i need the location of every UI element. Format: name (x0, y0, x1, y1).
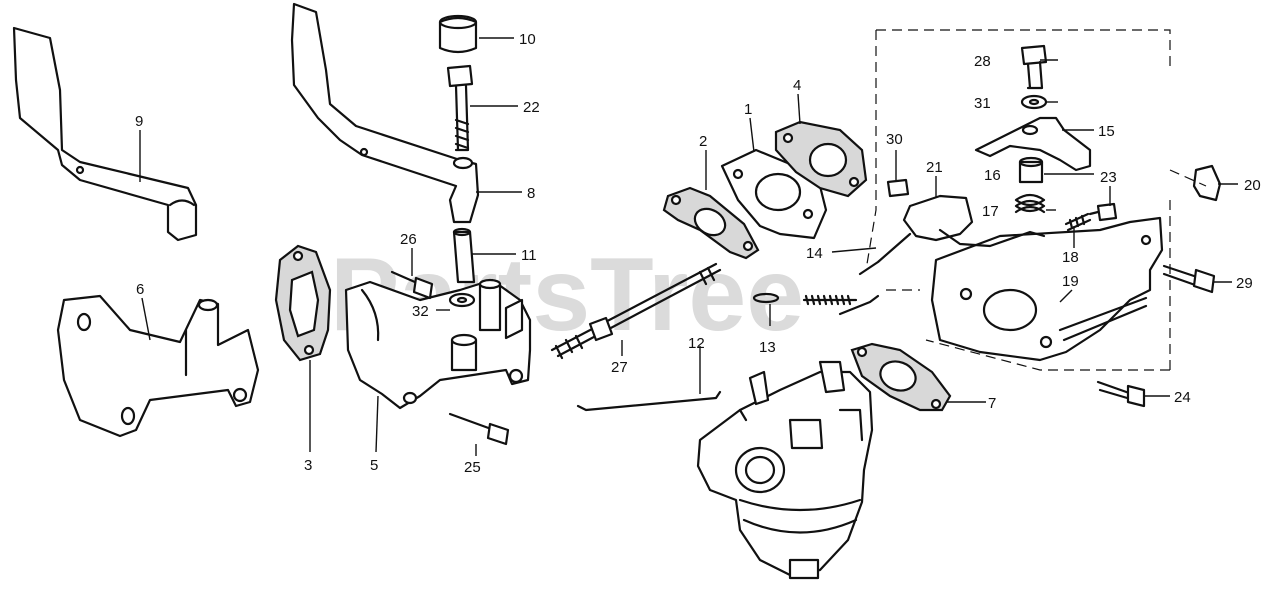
callout-14: 14 (806, 245, 823, 262)
callout-10: 10 (519, 31, 536, 48)
callout-5: 5 (370, 457, 378, 474)
callout-30: 30 (886, 131, 903, 148)
callout-24: 24 (1174, 389, 1191, 406)
part-25-bolt (448, 412, 510, 446)
callout-9: 9 (135, 113, 143, 130)
callout-11: 11 (521, 247, 537, 264)
part-5-manifold (344, 278, 532, 410)
part-3-gasket (274, 244, 332, 362)
part-11-sleeve (452, 227, 476, 284)
callout-7: 7 (988, 395, 996, 412)
part-19-bracket (930, 216, 1164, 362)
callout-12: 12 (688, 335, 705, 352)
part-4-gasket (774, 120, 868, 198)
callout-19: 19 (1062, 273, 1079, 290)
part-20-clip (1192, 164, 1222, 202)
part-13-spring (752, 292, 880, 316)
part-22-bolt (446, 64, 474, 152)
callout-20: 20 (1244, 177, 1261, 194)
part-12-rod (576, 390, 722, 412)
callout-8: 8 (527, 185, 535, 202)
part-6-manifold (56, 294, 260, 438)
part-31-washer (1020, 94, 1048, 110)
part-15-throttle-arm (974, 116, 1092, 172)
callout-numbers: 10 22 8 11 9 6 3 5 26 32 25 2 1 4 12 27 … (135, 31, 1261, 476)
part-24-bolt (1096, 380, 1146, 408)
part-7-gasket (850, 342, 952, 412)
part-32-washer (448, 292, 476, 308)
part-23-screw (1088, 202, 1118, 222)
callout-25: 25 (464, 459, 481, 476)
callout-21: 21 (926, 159, 943, 176)
callout-13: 13 (759, 339, 776, 356)
callout-6: 6 (136, 281, 144, 298)
callout-29: 29 (1236, 275, 1253, 292)
part-29-bolt (1162, 264, 1216, 294)
part-2-gasket (662, 186, 760, 260)
callout-32: 32 (412, 303, 429, 320)
part-30-screw (886, 178, 910, 198)
carburetor (696, 360, 874, 580)
callout-2: 2 (699, 133, 707, 150)
part-8-lever (290, 2, 480, 224)
callout-28: 28 (974, 53, 991, 70)
part-18-spring (1064, 212, 1092, 232)
callout-22: 22 (523, 99, 540, 116)
part-28-bolt (1020, 44, 1048, 90)
callout-27: 27 (611, 359, 628, 376)
callout-17: 17 (982, 203, 999, 220)
callout-18: 18 (1062, 249, 1079, 266)
leader-lines (139, 37, 1238, 456)
callout-26: 26 (400, 231, 417, 248)
part-16-collar (1018, 156, 1044, 184)
part-26-bolt (390, 270, 434, 300)
part-27-stud (550, 262, 722, 360)
assembly-dashed-outline (865, 29, 1207, 371)
callout-4: 4 (793, 77, 801, 94)
part-9-control-lever (12, 26, 198, 242)
callout-15: 15 (1098, 123, 1115, 140)
callout-16: 16 (984, 167, 1001, 184)
part-17-spring (1014, 193, 1046, 214)
callout-23: 23 (1100, 169, 1117, 186)
callout-3: 3 (304, 457, 312, 474)
callout-31: 31 (974, 95, 991, 112)
callout-1: 1 (744, 101, 752, 118)
part-10-cap (438, 14, 478, 54)
